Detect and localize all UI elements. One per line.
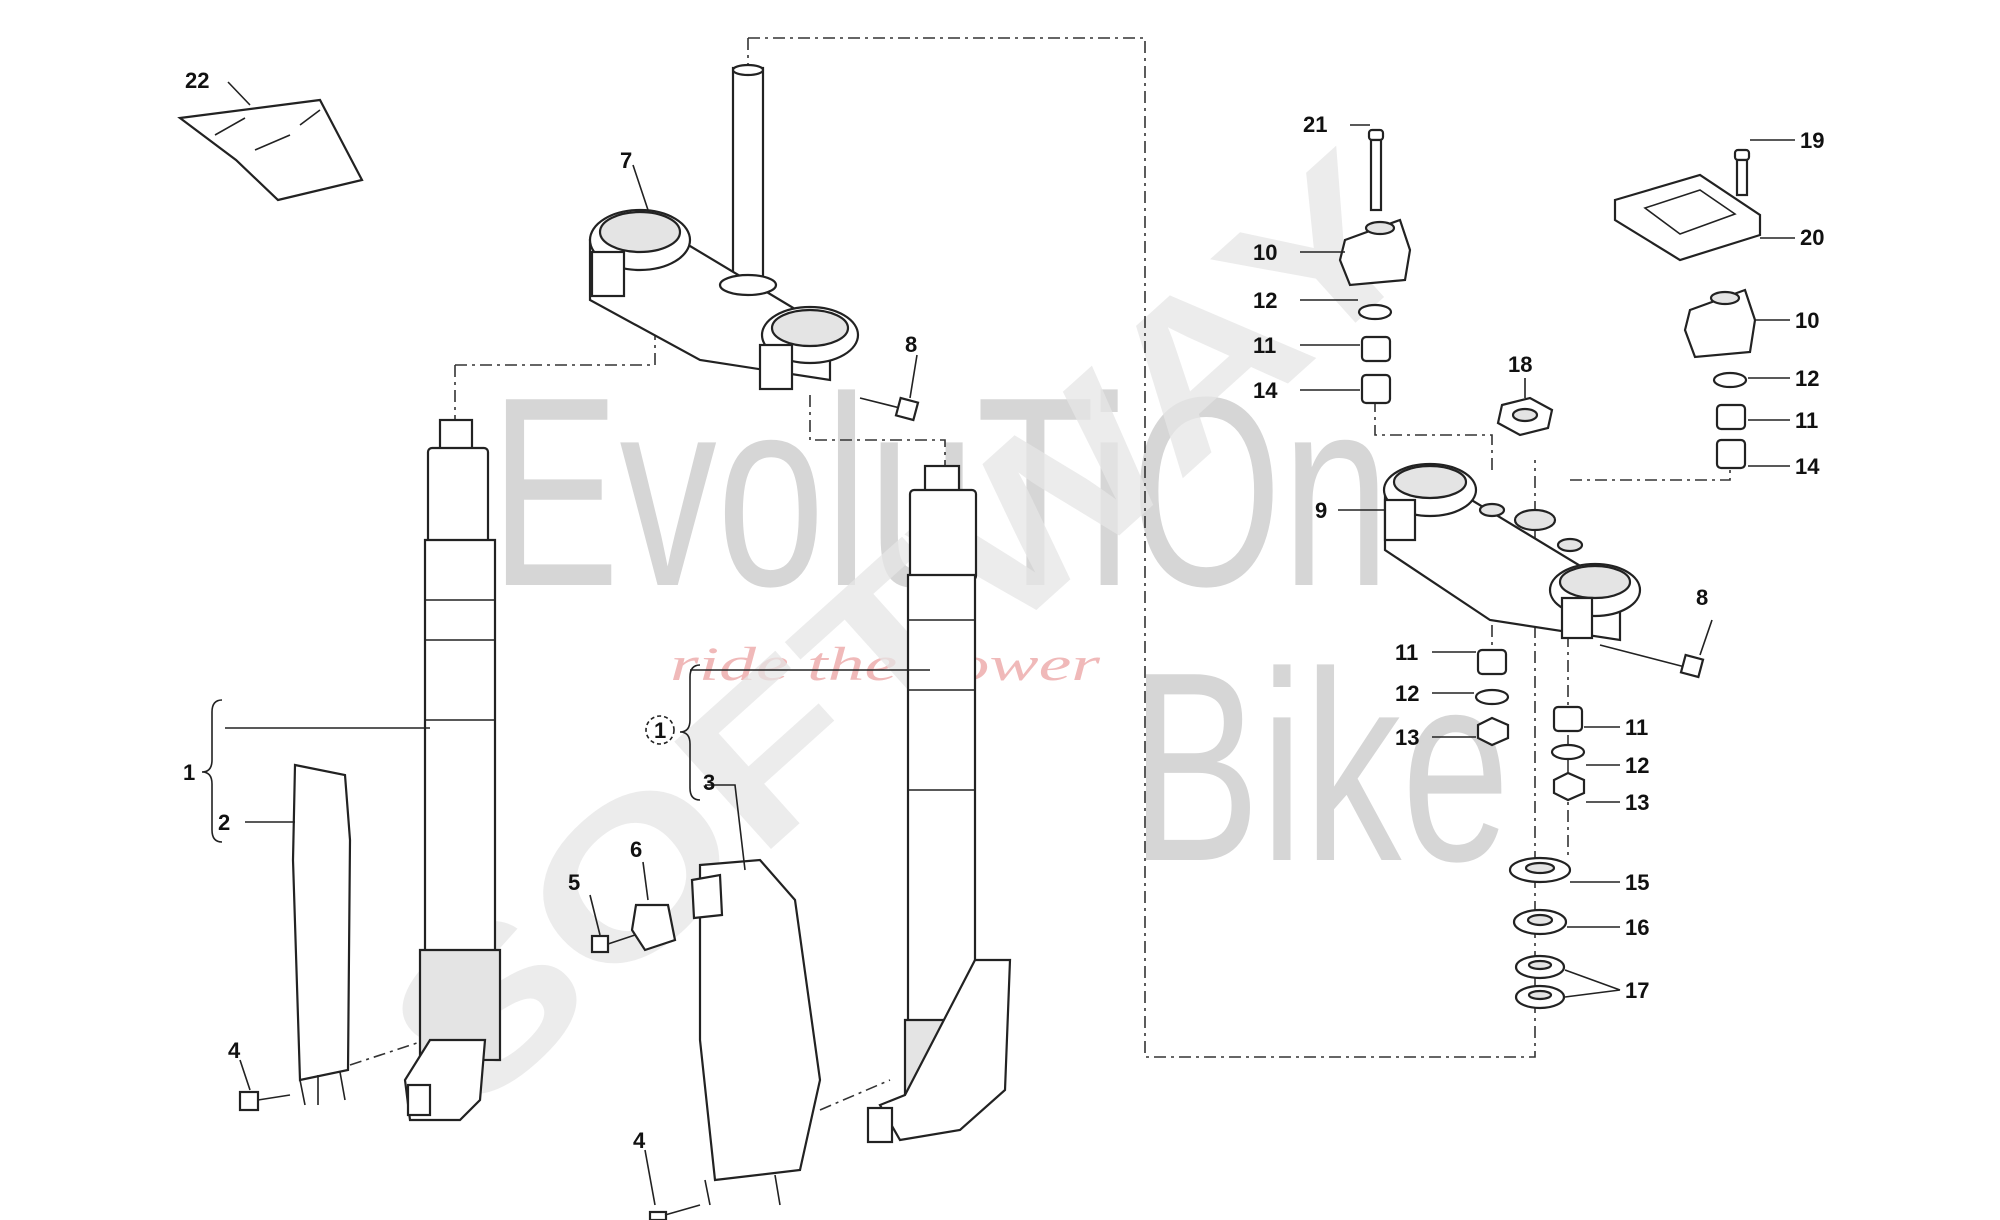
- callout-19: 19: [1800, 128, 1824, 153]
- part-6-block: [630, 903, 677, 952]
- callout-10-left: 10: [1253, 240, 1277, 265]
- part-2-fork-guard: [291, 763, 352, 1106]
- riser-left-hardware: [1357, 303, 1393, 405]
- part-1-fork-leg-left: [403, 418, 502, 1122]
- callout-16: 16: [1625, 915, 1649, 940]
- callout-12-lower-left: 12: [1395, 681, 1419, 706]
- leader-lines: [225, 81, 1795, 1206]
- callout-10-right: 10: [1795, 308, 1819, 333]
- callouts: 22 7 8 1 2 4 5 6 1 3 4 21 19 20 10 12 11…: [183, 68, 1824, 1153]
- callout-6: 6: [630, 837, 642, 862]
- callout-12-left: 12: [1253, 288, 1277, 313]
- part-9-upper-triple-clamp: [1382, 462, 1642, 642]
- part-5-screw: [590, 934, 636, 954]
- bracket-group-1: [201, 699, 223, 843]
- callout-18: 18: [1508, 352, 1532, 377]
- callout-3: 3: [703, 770, 715, 795]
- callout-5: 5: [568, 870, 580, 895]
- part-10-riser-right: [1683, 288, 1757, 359]
- callout-1-left: 1: [183, 760, 195, 785]
- callout-17: 17: [1625, 978, 1649, 1003]
- clamp-right-hardware: [1550, 705, 1586, 802]
- part-7-lower-triple-clamp: [588, 63, 860, 391]
- callout-7: 7: [620, 148, 632, 173]
- callout-11-lower-right: 11: [1625, 715, 1648, 740]
- part-4-screw-right: [648, 1204, 701, 1220]
- callout-8-right: 8: [1696, 585, 1708, 610]
- watermark-tagline: ride the power: [670, 638, 1100, 691]
- bracket-group-1-alt: [679, 664, 701, 801]
- callout-22: 22: [185, 68, 209, 93]
- callout-11-lower-left: 11: [1395, 640, 1418, 665]
- callout-20: 20: [1800, 225, 1824, 250]
- clamp-left-hardware: [1474, 648, 1510, 747]
- optional-marker-circle: [645, 715, 675, 745]
- callout-13-right: 13: [1625, 790, 1649, 815]
- part-8-screw-left: [859, 396, 920, 422]
- part-22-sticker: [177, 98, 364, 202]
- callout-4-right: 4: [633, 1128, 646, 1153]
- part-18-nut: [1496, 396, 1554, 437]
- callout-4-left: 4: [228, 1038, 241, 1063]
- watermark-line2: Bike: [1130, 617, 1510, 918]
- callout-12-lower-right: 12: [1625, 753, 1649, 778]
- steering-bearing-set: [1508, 856, 1572, 1010]
- part-4-screw-left: [238, 1090, 291, 1112]
- callout-9: 9: [1315, 498, 1327, 523]
- part-10-riser-left: [1338, 218, 1412, 287]
- part-21-bolt: [1367, 128, 1385, 212]
- callout-13-left: 13: [1395, 725, 1419, 750]
- callout-21: 21: [1303, 112, 1327, 137]
- callout-12-right: 12: [1795, 366, 1819, 391]
- callout-2: 2: [218, 810, 230, 835]
- part-20-top-clamp: [1613, 173, 1762, 262]
- callout-15: 15: [1625, 870, 1649, 895]
- part-8-screw-right: [1599, 644, 1705, 679]
- riser-right-hardware: [1712, 371, 1748, 470]
- part-3-fork-guard-right: [690, 858, 822, 1206]
- callout-1-right: 1: [654, 718, 666, 743]
- callout-11-right: 11: [1795, 408, 1818, 433]
- callout-8-left: 8: [905, 332, 917, 357]
- callout-14-right: 14: [1795, 454, 1820, 479]
- callout-11-left: 11: [1253, 333, 1276, 358]
- part-1-fork-leg-right: [866, 464, 1012, 1144]
- callout-14-left: 14: [1253, 378, 1278, 403]
- part-19-bolt: [1733, 148, 1751, 197]
